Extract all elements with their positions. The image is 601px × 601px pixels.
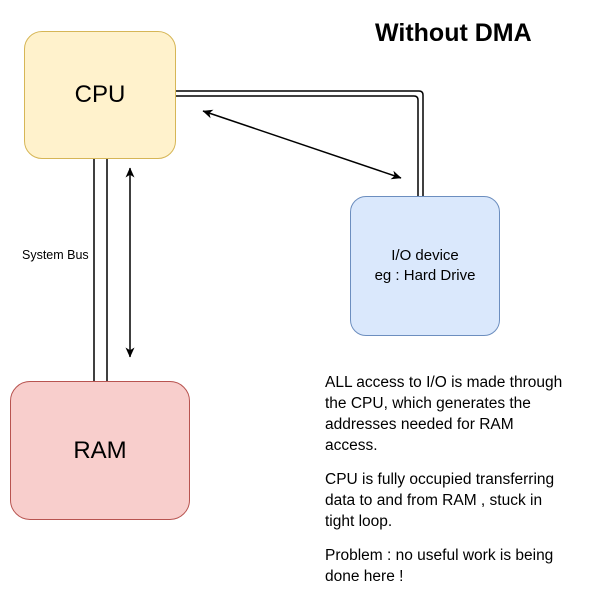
io-device-label-line2: eg : Hard Drive (374, 267, 476, 284)
cpu-node: CPU (24, 31, 176, 159)
cpu-io-bus-inner (176, 95, 419, 197)
ram-node-label: RAM (73, 436, 127, 464)
notes-paragraph-1: ALL access to I/O is made through the CP… (325, 374, 563, 454)
io-device-node: I/O device eg : Hard Drive (350, 196, 500, 336)
io-device-label-line1: I/O device (391, 247, 459, 264)
cpu-io-bus-outer (176, 90, 424, 197)
system-bus-label: System Bus (22, 248, 89, 262)
notes-paragraph-2: CPU is fully occupied transferring data … (325, 471, 555, 530)
ram-node: RAM (10, 381, 190, 520)
notes-paragraph-3: Problem : no useful work is being done h… (325, 547, 554, 585)
notes-block: ALL access to I/O is made through the CP… (325, 372, 587, 600)
cpu-node-label: CPU (74, 81, 126, 108)
diagram-title: Without DMA (375, 19, 532, 47)
cpu-io-arrow (202, 109, 402, 180)
